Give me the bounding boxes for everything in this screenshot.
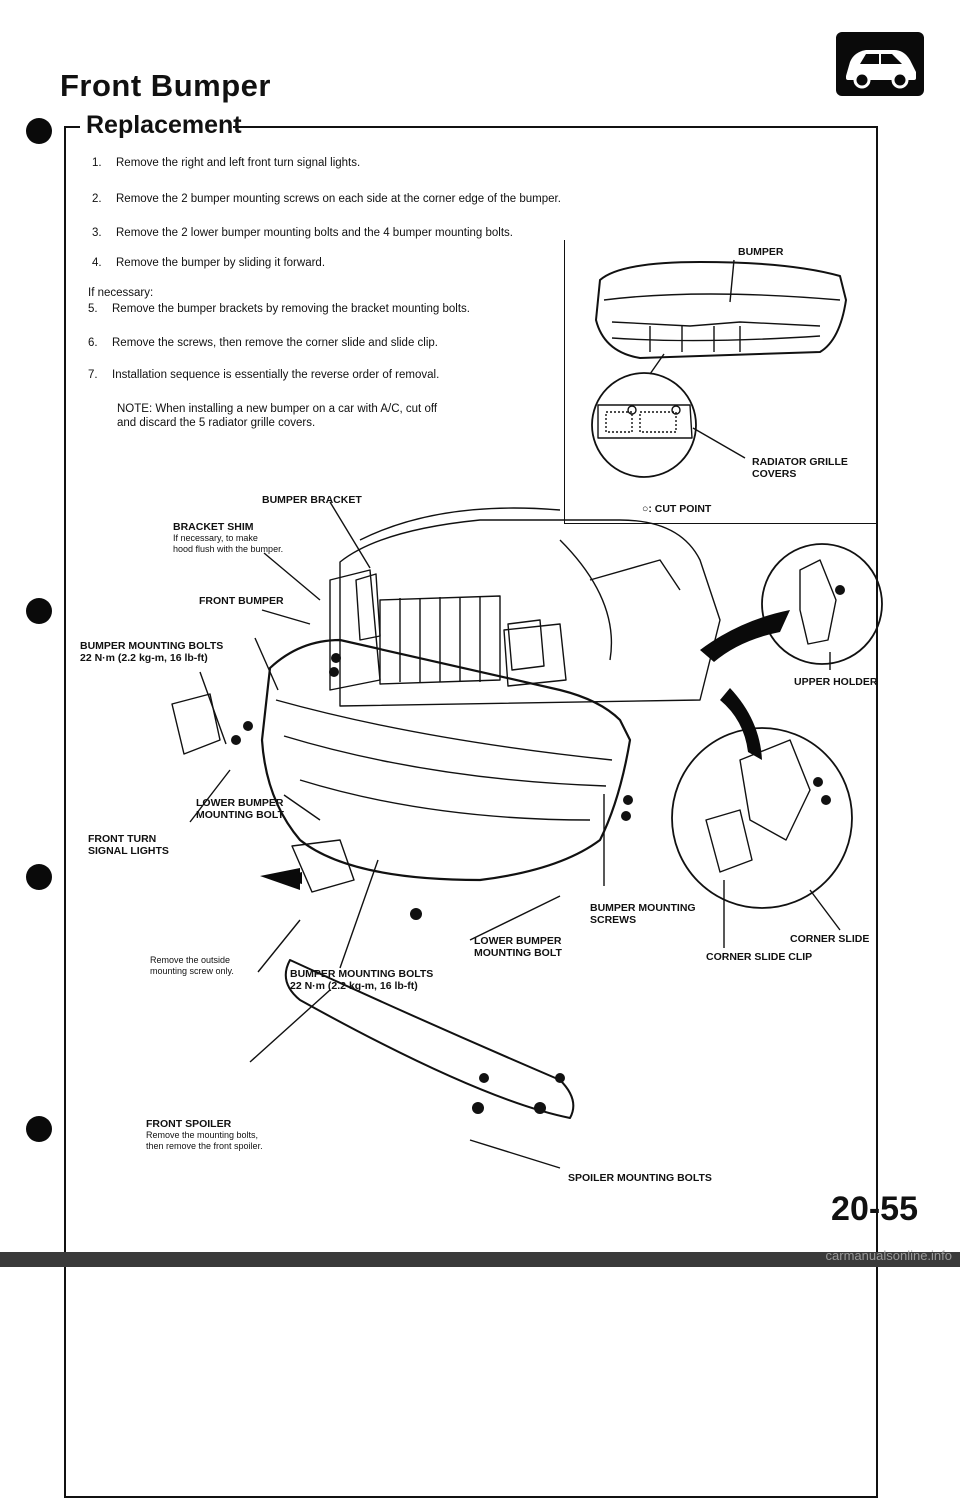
bumper-mounting-bolts-torque-2: 22 N·m (2.2 kg-m, 16 lb-ft) xyxy=(290,980,418,992)
bracket-shim-note: hood flush with the bumper. xyxy=(173,544,284,554)
margin-bullet xyxy=(26,118,52,144)
front-spoiler-note: Remove the mounting bolts, xyxy=(146,1130,259,1140)
margin-bullet xyxy=(26,1116,52,1142)
footer-bar xyxy=(0,1252,960,1267)
bumper-mounting-screws-label: BUMPER MOUNTING xyxy=(590,902,696,914)
margin-bullet xyxy=(26,598,52,624)
upper-holder-label: UPPER HOLDER xyxy=(794,676,878,688)
front-turn-signal-label: FRONT TURN xyxy=(88,833,157,845)
front-spoiler-note: then remove the front spoiler. xyxy=(146,1141,263,1151)
margin-bullet xyxy=(26,864,52,890)
bumper-mounting-screws-label: SCREWS xyxy=(590,914,637,926)
bracket-shim-label: BRACKET SHIM xyxy=(173,521,254,533)
front-turn-signal-label: SIGNAL LIGHTS xyxy=(88,845,169,857)
car-icon xyxy=(836,32,924,96)
frame-right xyxy=(876,126,878,1498)
section-title: Replacement xyxy=(86,111,242,139)
step-item: 6.Remove the screws, then remove the cor… xyxy=(88,337,438,349)
if-necessary-label: If necessary: xyxy=(88,287,154,299)
watermark: carmanualsonline.info xyxy=(825,1248,952,1263)
bumper-bracket-label: BUMPER BRACKET xyxy=(262,494,362,506)
step-item: 4.Remove the bumper by sliding it forwar… xyxy=(92,257,326,269)
step-item: 5.Remove the bumper brackets by removing… xyxy=(88,303,470,315)
bracket-shim-note: If necessary, to make xyxy=(173,533,258,543)
frame-left xyxy=(64,126,66,1498)
bumper-mounting-bolts-label: BUMPER MOUNTING BOLTS xyxy=(80,640,224,652)
step-item: 7.Installation sequence is essentially t… xyxy=(88,369,440,381)
page-title: Front Bumper xyxy=(60,68,271,103)
note-line: and discard the 5 radiator grille covers… xyxy=(117,417,316,429)
step-item: 2.Remove the 2 bumper mounting screws on… xyxy=(92,193,561,205)
spoiler-mounting-bolts-label: SPOILER MOUNTING BOLTS xyxy=(568,1172,712,1184)
front-bumper-label: FRONT BUMPER xyxy=(199,595,284,607)
note-line: NOTE: When installing a new bumper on a … xyxy=(117,403,438,415)
radiator-grille-label: COVERS xyxy=(752,468,797,480)
radiator-grille-label: RADIATOR GRILLE xyxy=(752,456,848,468)
cut-point-label: ○: CUT POINT xyxy=(642,503,712,515)
outside-screw-note: Remove the outside xyxy=(150,955,231,965)
lower-bumper-bolt-label: LOWER BUMPER xyxy=(196,797,284,809)
lower-bumper-bolt-label-2: MOUNTING BOLT xyxy=(474,947,562,959)
page-number: 20-55 xyxy=(831,1190,918,1228)
step-item: 3.Remove the 2 lower bumper mounting bol… xyxy=(92,227,513,239)
lower-bumper-bolt-label: MOUNTING BOLT xyxy=(196,809,284,821)
front-spoiler-label: FRONT SPOILER xyxy=(146,1118,232,1130)
corner-slide-clip-label: CORNER SLIDE CLIP xyxy=(706,951,813,963)
outside-screw-note: mounting screw only. xyxy=(150,966,234,976)
lower-bumper-bolt-label-2: LOWER BUMPER xyxy=(474,935,562,947)
section-rule xyxy=(233,126,878,128)
bumper-illustration xyxy=(171,259,883,1169)
inset-box xyxy=(564,240,876,524)
step-item: 1.Remove the right and left front turn s… xyxy=(92,157,361,169)
bumper-mounting-bolts-torque: 22 N·m (2.2 kg-m, 16 lb-ft) xyxy=(80,652,208,664)
frame-top-left xyxy=(64,126,80,128)
corner-slide-label: CORNER SLIDE xyxy=(790,933,870,945)
inset-bumper-label: BUMPER xyxy=(738,246,784,258)
bumper-mounting-bolts-label-2: BUMPER MOUNTING BOLTS xyxy=(290,968,434,980)
